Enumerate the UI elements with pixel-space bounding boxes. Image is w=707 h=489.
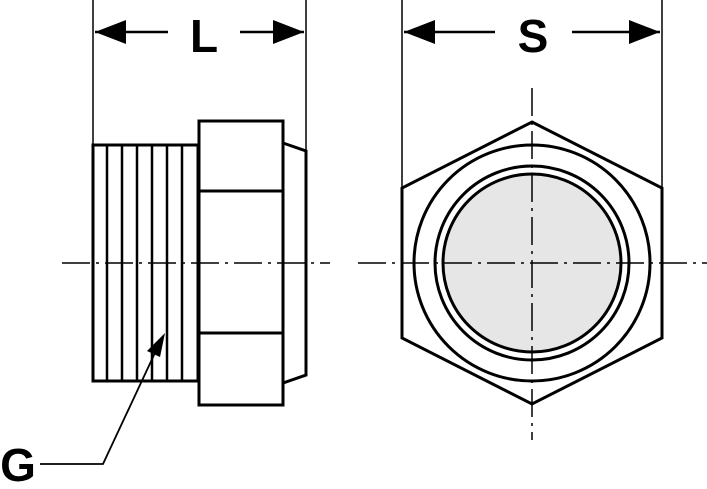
arrow-left-icon [95,20,126,44]
leader-arrow-icon [147,333,165,357]
thread-callout: G [0,333,165,489]
length-label: L [190,10,218,62]
arrow-right-icon [629,20,660,44]
front-view [358,88,707,440]
arrow-left-icon [404,20,435,44]
leader-line [40,339,162,465]
hex-size-label: S [518,10,549,62]
dimension-hex-size: S [401,0,663,188]
arrow-right-icon [273,20,304,44]
side-view [62,119,330,407]
dimension-length: L [92,0,307,151]
thread-label: G [0,439,36,489]
